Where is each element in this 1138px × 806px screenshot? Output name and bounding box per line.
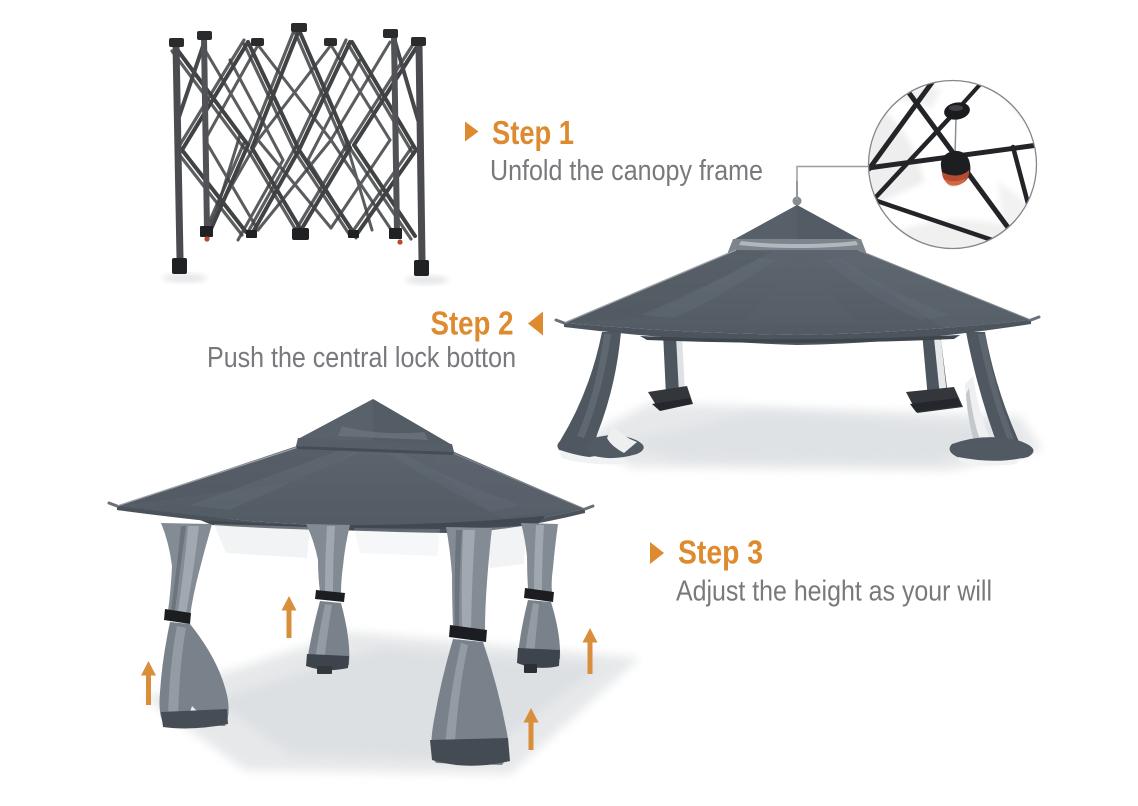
svg-text:Step 3: Step 3 bbox=[678, 534, 763, 571]
svg-text:Unfold the canopy frame: Unfold the canopy frame bbox=[490, 155, 763, 187]
svg-text:Step 1: Step 1 bbox=[492, 114, 574, 151]
svg-text:Step 2: Step 2 bbox=[431, 305, 514, 342]
svg-text:Adjust the height as your will: Adjust the height as your will bbox=[676, 576, 992, 608]
svg-text:Push the central lock botton: Push the central lock botton bbox=[207, 342, 516, 374]
